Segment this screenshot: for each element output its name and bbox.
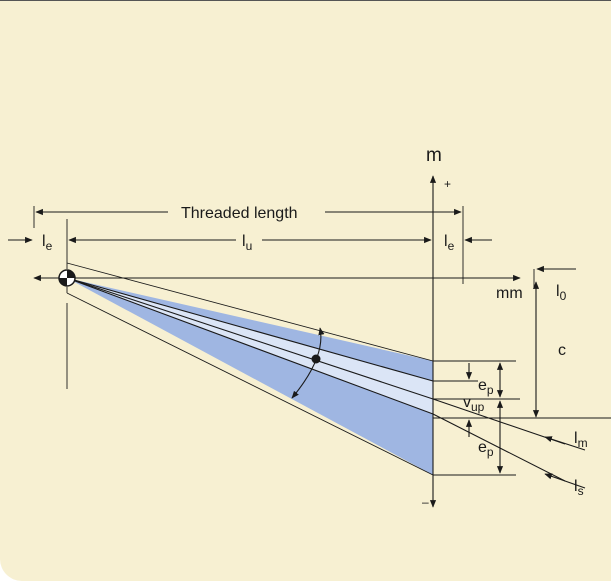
- c-label: c: [558, 342, 566, 359]
- lu-label: lu: [242, 233, 252, 253]
- ep-top-label: ep: [478, 377, 494, 397]
- mm-label: mm: [496, 285, 523, 302]
- ray-upper: [66, 277, 434, 382]
- le-right-label: le: [444, 233, 455, 253]
- l0-label: l0: [556, 283, 567, 303]
- vup-label: vup: [463, 394, 485, 414]
- ls-label: ls: [574, 478, 584, 498]
- angle-point: [311, 354, 321, 364]
- ray-middle: [66, 277, 434, 400]
- lm-label: lm: [574, 430, 588, 450]
- ep-bottom-label: ep: [478, 439, 494, 459]
- m-axis-label: m: [426, 145, 442, 166]
- ray-lower: [66, 277, 434, 415]
- minus-sign: –: [422, 495, 429, 509]
- line-ls: [432, 413, 566, 482]
- arrow-lm: [544, 436, 586, 451]
- ray-outer-bottom: [66, 292, 434, 476]
- pivot-symbol: [58, 269, 76, 287]
- plus-sign: +: [444, 177, 451, 191]
- outer-deviation-band: [67, 278, 433, 475]
- arrow-ls: [544, 473, 586, 489]
- le-left-label: le: [42, 233, 53, 253]
- threaded-length-label: Threaded length: [181, 205, 298, 222]
